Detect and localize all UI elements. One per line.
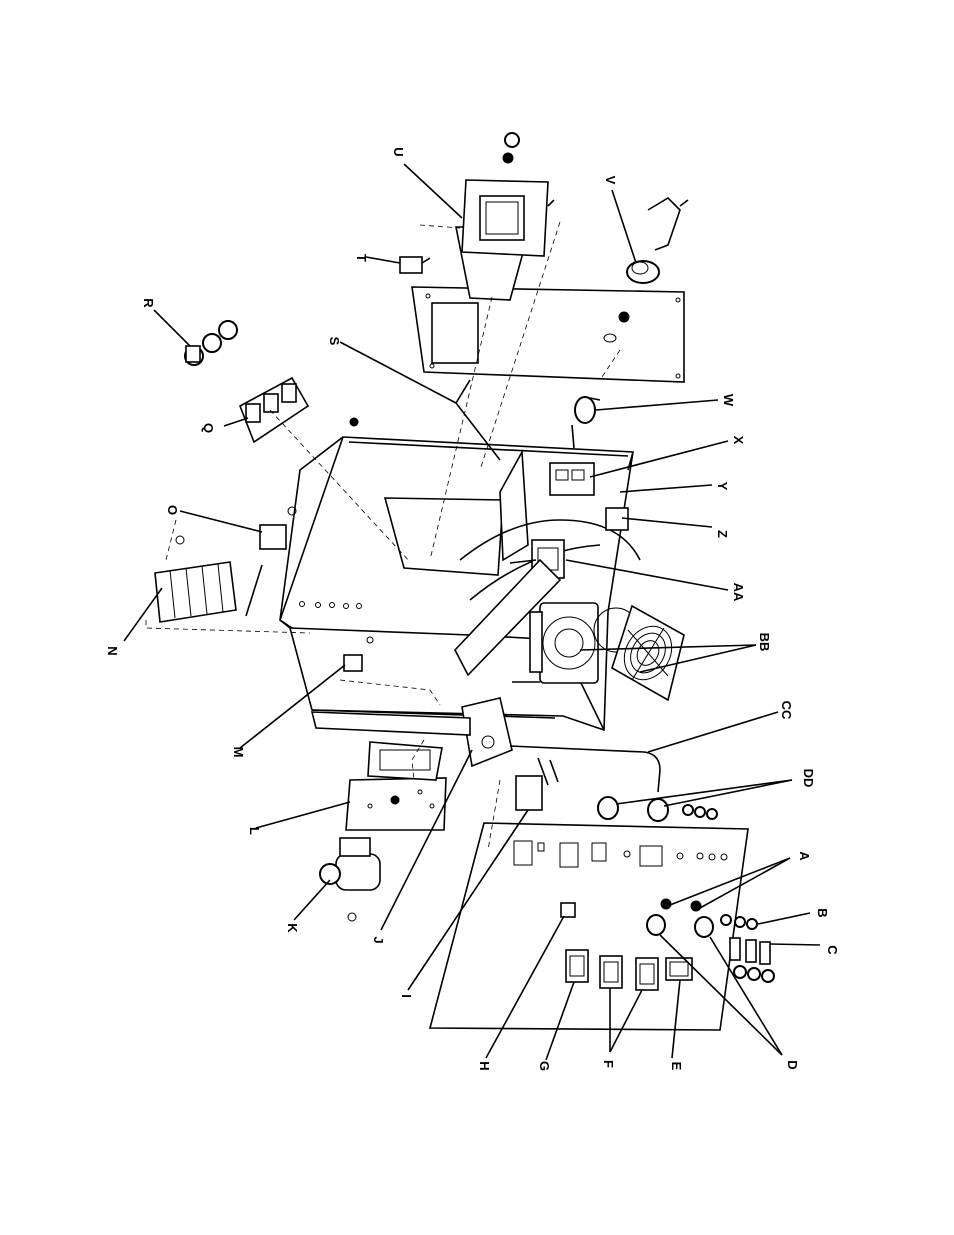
label-x: X — [731, 436, 746, 445]
transformer — [368, 742, 442, 780]
mounting-plate-l — [346, 778, 446, 830]
label-c: C — [825, 945, 840, 955]
label-aa: AA — [731, 583, 746, 602]
switch-e — [666, 958, 692, 980]
label-g: G — [537, 1061, 552, 1071]
switch-g — [566, 950, 588, 982]
capacitor-k — [320, 838, 380, 921]
label-k: K — [285, 923, 300, 933]
terminal-board-x — [550, 463, 594, 495]
label-d: D — [785, 1060, 800, 1069]
label-o: O — [165, 505, 180, 515]
label-l: L — [247, 827, 262, 835]
label-h: H — [477, 1061, 492, 1070]
label-v: V — [603, 176, 618, 185]
label-r: R — [141, 298, 156, 308]
component-h — [561, 903, 575, 917]
label-y: Y — [715, 482, 730, 491]
label-n: N — [105, 646, 120, 655]
label-i: I — [399, 994, 414, 998]
label-a: A — [797, 851, 812, 861]
label-t: T — [354, 254, 369, 262]
label-f: F — [601, 1060, 616, 1068]
label-e: E — [669, 1062, 684, 1071]
label-j: J — [371, 936, 386, 943]
label-dd: DD — [801, 769, 816, 788]
label-s: S — [327, 337, 342, 346]
mounting-bracket — [648, 198, 688, 250]
label-bb: BB — [757, 633, 772, 652]
meter — [456, 133, 554, 300]
label-b: B — [815, 908, 830, 917]
label-q: Q — [201, 423, 216, 433]
side-rail — [312, 712, 470, 735]
knobs-dd — [598, 797, 717, 821]
label-m: M — [231, 747, 246, 758]
toggle-switch-t — [400, 257, 430, 273]
label-z: Z — [715, 530, 730, 538]
label-cc: CC — [779, 701, 794, 720]
cover-panel — [412, 287, 684, 382]
fan-guard — [612, 606, 684, 700]
label-w: W — [721, 394, 736, 407]
terminal-strip — [155, 536, 236, 622]
label-u: U — [391, 147, 406, 156]
